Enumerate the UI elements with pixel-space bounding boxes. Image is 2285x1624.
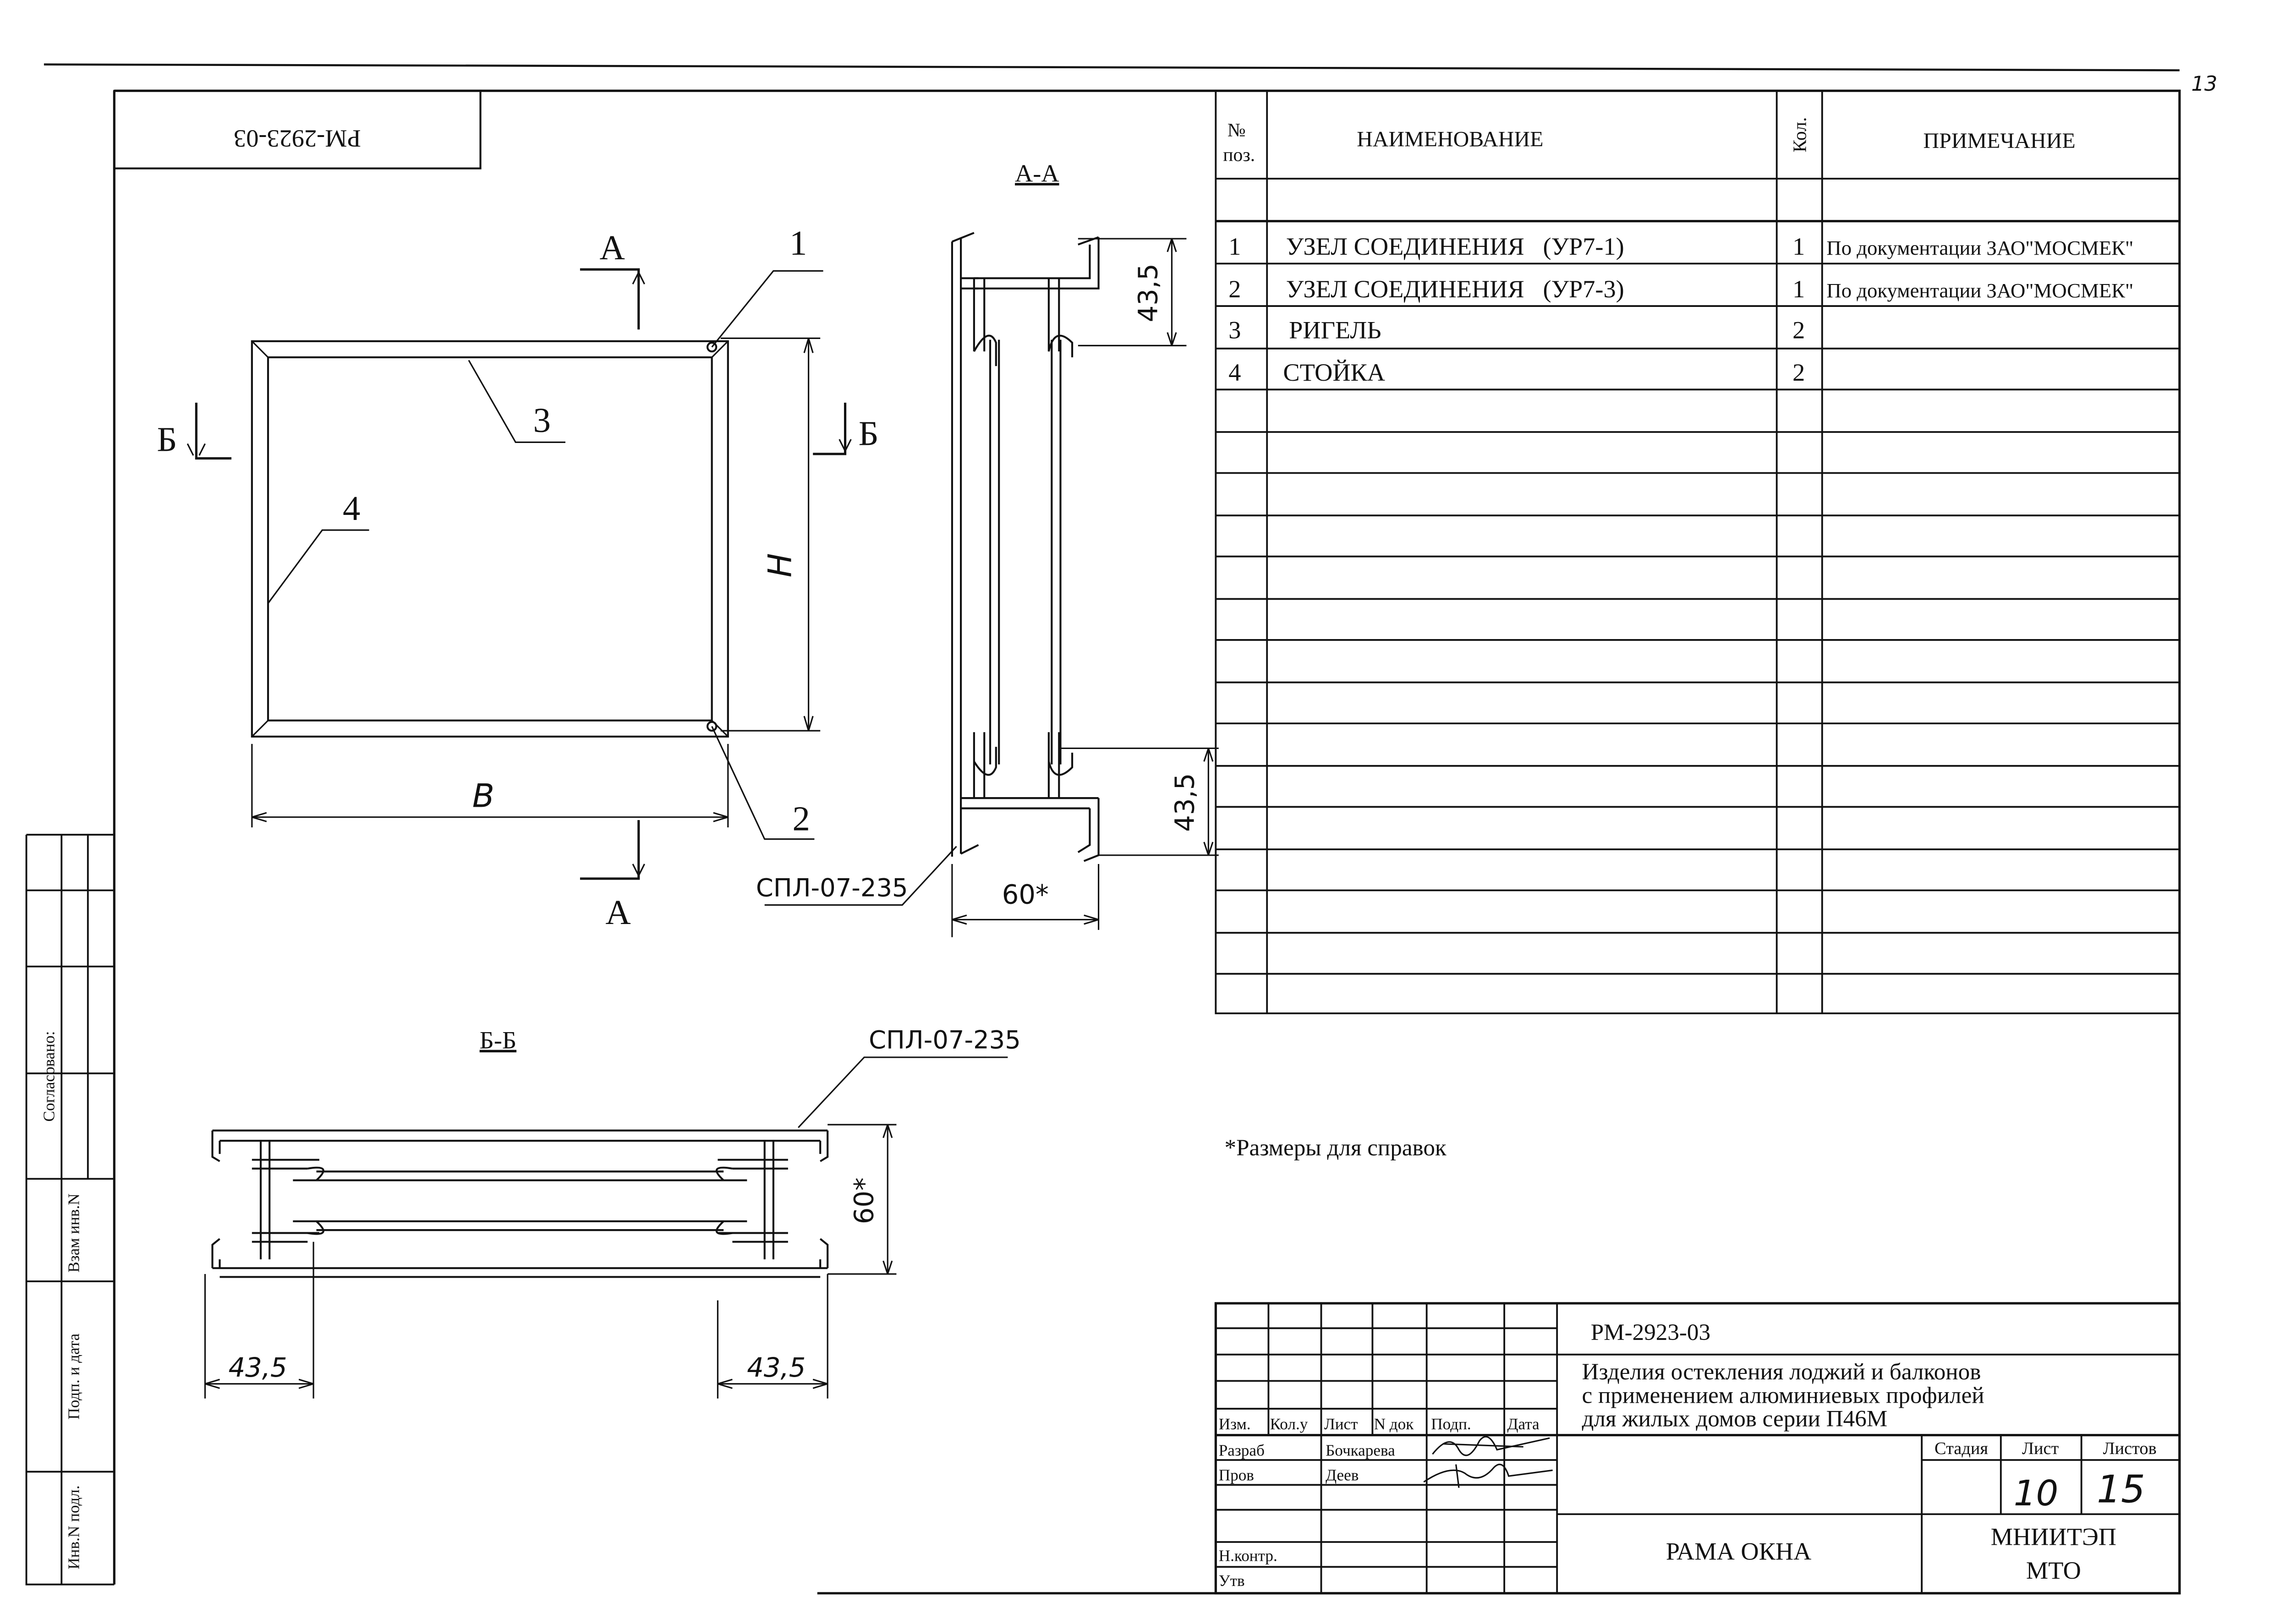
- section-aa-drawing: [764, 232, 1219, 937]
- section-bb-title: Б-Б: [480, 1027, 516, 1054]
- sheets-total: 15: [2097, 1467, 2145, 1512]
- role-checker: Пров: [1219, 1466, 1254, 1484]
- sheet-label: Лист: [2022, 1439, 2059, 1458]
- cut-a-top-label: А: [600, 228, 625, 267]
- organization-line-1: МНИИТЭП: [1991, 1523, 2116, 1550]
- role-norm-control: Н.контр.: [1219, 1547, 1277, 1565]
- title-line-2: с применением алюминиевых профилей: [1582, 1382, 1984, 1408]
- title-block: [1214, 1302, 2181, 1595]
- spec-row-note: По документации ЗАО"МОСМЕК": [1826, 279, 2133, 302]
- sheet-number: 10: [2014, 1473, 2059, 1514]
- spec-row-name: РИГЕЛЬ: [1289, 316, 1381, 344]
- spec-row-name: СТОЙКА: [1283, 359, 1385, 386]
- title-line-1: Изделия остекления лоджий и балконов: [1582, 1359, 1981, 1385]
- cut-b-right-label: Б: [859, 414, 879, 453]
- spec-row-2: 2 УЗЕЛ СОЕДИНЕНИЯ (УР7-3) 1 По документа…: [1228, 275, 2133, 303]
- dimension-aa-bottom: 43,5: [1169, 773, 1200, 832]
- margin-agreed: Согласовано:: [40, 1031, 58, 1122]
- spec-row-pos: 1: [1228, 233, 1241, 260]
- dimension-bb-height: 60*: [849, 1177, 879, 1224]
- footnote: *Размеры для справок: [1225, 1135, 1447, 1161]
- margin-replaced-inv: Взам инв.N: [65, 1193, 83, 1272]
- sheets-label: Листов: [2103, 1439, 2157, 1458]
- spec-header-note: ПРИМЕЧАНИЕ: [1923, 129, 2076, 153]
- stage-label: Стадия: [1934, 1439, 1988, 1458]
- cut-a-bottom-label: А: [605, 893, 630, 932]
- dimension-bb-right: 43,5: [747, 1352, 806, 1383]
- spec-row-qty: 1: [1792, 233, 1805, 260]
- position-label-4: 4: [343, 489, 360, 528]
- col-header-sign: Подп.: [1431, 1415, 1471, 1433]
- spec-row-pos: 3: [1228, 316, 1241, 344]
- drawing-name: РАМА ОКНА: [1666, 1537, 1812, 1565]
- spec-header-qty: Кол.: [1789, 117, 1810, 153]
- signature-developer: [1432, 1436, 1550, 1456]
- spec-row-4: 4 СТОЙКА 2: [1228, 359, 1805, 386]
- spec-row-name: УЗЕЛ СОЕДИНЕНИЯ (УР7-1): [1286, 233, 1624, 260]
- margin-inv-orig: Инв.N подл.: [65, 1485, 83, 1569]
- spec-row-note: По документации ЗАО"МОСМЕК": [1826, 236, 2133, 259]
- col-header-change: Изм.: [1219, 1415, 1251, 1433]
- profile-label-bb: СПЛ-07-235: [869, 1026, 1021, 1055]
- title-line-3: для жилых домов серии П46М: [1582, 1405, 1888, 1432]
- profile-label-aa: СПЛ-07-235: [756, 873, 908, 902]
- dimension-bb-left: 43,5: [229, 1352, 287, 1383]
- position-label-3: 3: [533, 401, 551, 440]
- spec-header-name: НАИМЕНОВАНИЕ: [1357, 127, 1543, 152]
- margin-sign-date: Подп. и дата: [65, 1333, 83, 1419]
- spec-row-pos: 2: [1228, 275, 1241, 303]
- left-margin-stamp: [25, 834, 115, 1586]
- dimension-width: B: [472, 777, 494, 815]
- spec-header-pos-line2: поз.: [1223, 144, 1255, 165]
- role-developer: Разраб: [1219, 1441, 1265, 1459]
- spec-header-pos-line1: №: [1227, 119, 1246, 140]
- spec-row-3: 3 РИГЕЛЬ 2: [1228, 316, 1805, 344]
- dimension-aa-top: 43,5: [1133, 263, 1163, 322]
- signature-checker: [1423, 1464, 1553, 1488]
- col-header-qty: Кол.у: [1270, 1415, 1308, 1433]
- dimension-aa-width: 60*: [1002, 879, 1049, 910]
- position-label-1: 1: [789, 224, 807, 262]
- section-bb-drawing: [204, 1056, 1008, 1399]
- name-checker: Деев: [1326, 1466, 1359, 1484]
- spec-row-qty: 2: [1792, 316, 1805, 344]
- role-approver: Утв: [1219, 1572, 1245, 1590]
- col-header-doc: N док: [1374, 1415, 1414, 1433]
- spec-row-qty: 2: [1792, 359, 1805, 386]
- sheet-mark: 13: [2191, 71, 2217, 96]
- position-label-2: 2: [792, 799, 810, 838]
- spec-row-1: 1 УЗЕЛ СОЕДИНЕНИЯ (УР7-1) 1 По документа…: [1228, 233, 2133, 260]
- spec-row-qty: 1: [1792, 275, 1805, 303]
- name-developer: Бочкарева: [1326, 1441, 1395, 1459]
- dimension-height: H: [761, 553, 799, 577]
- col-header-sheet: Лист: [1324, 1415, 1358, 1433]
- cut-b-left-label: Б: [157, 420, 177, 459]
- spec-row-name: УЗЕЛ СОЕДИНЕНИЯ (УР7-3): [1286, 275, 1624, 303]
- spec-row-pos: 4: [1228, 359, 1241, 386]
- title-block-code: РМ-2923-03: [1591, 1319, 1710, 1345]
- col-header-date: Дата: [1507, 1415, 1540, 1433]
- corner-stamp: РМ-2923-03: [234, 125, 361, 152]
- front-view: [186, 268, 852, 880]
- section-aa-title: А-А: [1015, 159, 1059, 187]
- organization-line-2: МТО: [2026, 1557, 2081, 1584]
- specification-table: [1215, 90, 2181, 1014]
